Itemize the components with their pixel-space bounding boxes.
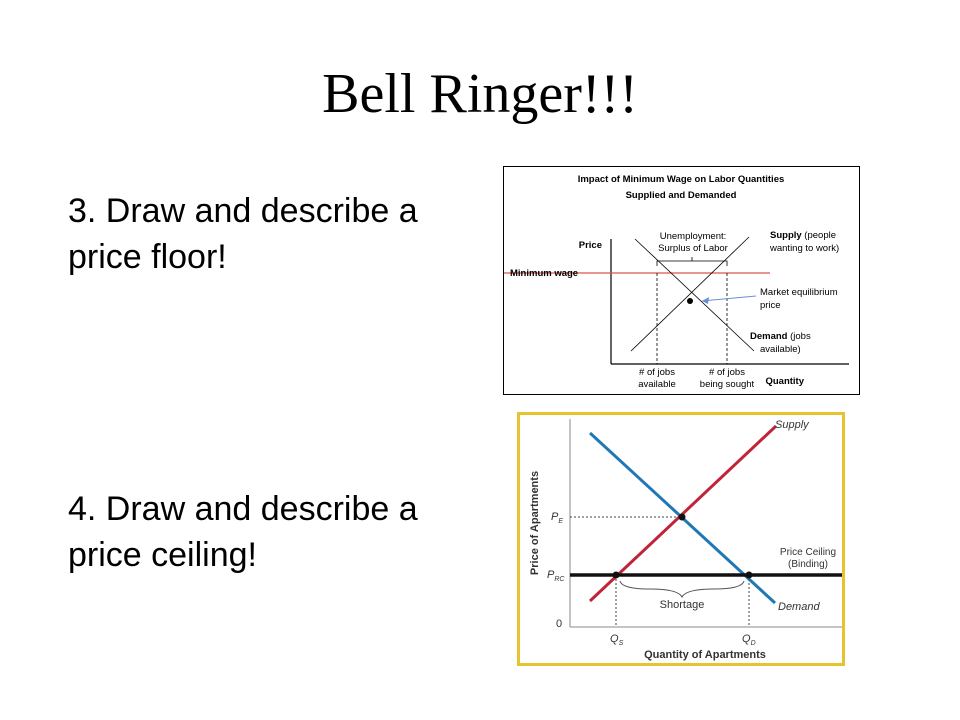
fig1-demand-line-2: available) bbox=[760, 344, 801, 355]
fig1-demand-line bbox=[634, 238, 755, 352]
fig2-price-axis-label: Price of Apartments bbox=[529, 471, 541, 575]
slide-title: Bell Ringer!!! bbox=[322, 63, 638, 125]
fig2-prc-label: PRC bbox=[547, 569, 565, 583]
fig2-supply-curve bbox=[588, 424, 778, 603]
price-ceiling-svg: Price of Apartments Quantity of Apartmen… bbox=[529, 419, 842, 661]
fig1-demand-label: Demand (jobs bbox=[750, 331, 811, 342]
fig1-supply-line-2: wanting to work) bbox=[769, 243, 839, 254]
fig1-supply-line bbox=[630, 236, 750, 352]
fig2-supply-label: Supply bbox=[775, 419, 810, 431]
fig1-jobs-available-line-2: available bbox=[638, 379, 676, 390]
fig1-minimum-wage-label: Minimum wage bbox=[510, 268, 578, 279]
fig1-equilibrium-arrow bbox=[701, 295, 757, 302]
fig1-jobs-sought-line-2: being sought bbox=[700, 379, 755, 390]
task-4-line-2: price ceiling! bbox=[68, 536, 257, 574]
fig2-shortage-label: Shortage bbox=[660, 599, 705, 611]
fig2-qs-point bbox=[612, 571, 620, 579]
fig1-supply-label: Supply (people bbox=[770, 230, 836, 241]
fig2-qs-label: QS bbox=[610, 633, 624, 647]
price-ceiling-diagram: Price of Apartments Quantity of Apartmen… bbox=[517, 412, 845, 666]
fig1-unemployment-line-1: Unemployment: bbox=[660, 231, 727, 242]
fig2-ceiling-line-1: Price Ceiling bbox=[780, 547, 836, 558]
fig2-pe-label: PE bbox=[551, 511, 563, 525]
fig2-demand-label: Demand bbox=[778, 601, 820, 613]
fig1-quantity-label: Quantity bbox=[765, 376, 804, 387]
task-4-text: 4. Draw and describe a price ceiling! bbox=[68, 486, 488, 578]
fig1-price-label: Price bbox=[579, 240, 602, 251]
fig1-arrowhead-icon bbox=[702, 297, 709, 304]
task-3-line-1: 3. Draw and describe a bbox=[68, 192, 418, 230]
fig1-jobs-sought-line-1: # of jobs bbox=[709, 367, 745, 378]
fig1-equilibrium-point bbox=[687, 298, 693, 304]
fig1-title-line-1: Impact of Minimum Wage on Labor Quantiti… bbox=[578, 174, 785, 185]
fig1-unemployment-line-2: Surplus of Labor bbox=[658, 243, 728, 254]
fig2-ceiling-line-2: (Binding) bbox=[788, 559, 828, 570]
fig1-surplus-bracket bbox=[656, 257, 728, 266]
fig2-zero-label: 0 bbox=[556, 618, 562, 630]
fig2-equilibrium-point bbox=[678, 513, 686, 521]
task-4-line-1: 4. Draw and describe a bbox=[68, 490, 418, 528]
fig2-qd-point bbox=[745, 571, 753, 579]
fig2-shortage-brace bbox=[619, 580, 745, 599]
fig1-title-line-2: Supplied and Demanded bbox=[626, 190, 737, 201]
minimum-wage-svg: Impact of Minimum Wage on Labor Quantiti… bbox=[504, 174, 849, 390]
task-3-text: 3. Draw and describe a price floor! bbox=[68, 188, 488, 280]
fig1-market-line-2: price bbox=[760, 300, 781, 311]
fig2-quantity-axis-label: Quantity of Apartments bbox=[644, 649, 766, 661]
minimum-wage-diagram: Impact of Minimum Wage on Labor Quantiti… bbox=[503, 166, 860, 395]
fig2-qd-label: QD bbox=[742, 633, 756, 647]
task-3-line-2: price floor! bbox=[68, 238, 227, 276]
fig1-jobs-available-line-1: # of jobs bbox=[639, 367, 675, 378]
fig1-market-line-1: Market equilibrium bbox=[760, 287, 838, 298]
